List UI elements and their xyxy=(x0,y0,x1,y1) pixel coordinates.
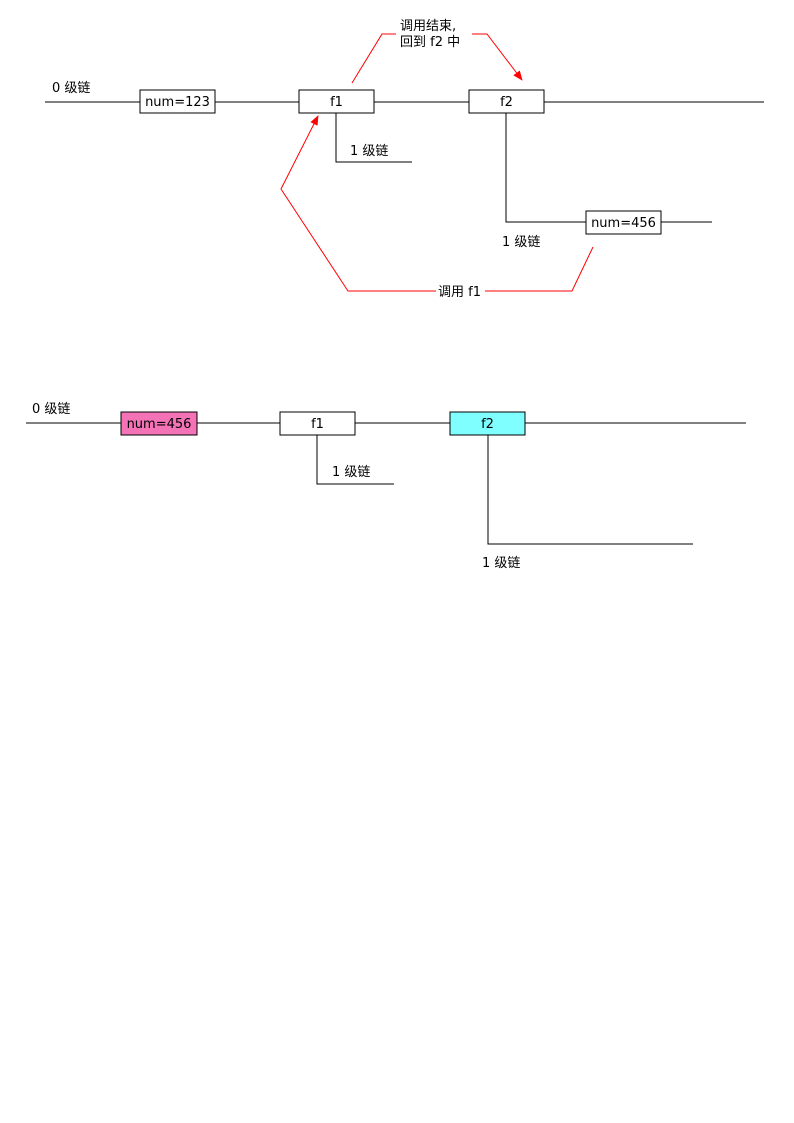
return-label-line2: 回到 f2 中 xyxy=(400,35,460,50)
bottom-num-box-label: num=456 xyxy=(127,417,192,432)
top-f2-level1-chain-line xyxy=(505,113,712,223)
call-f1-arrow-left xyxy=(280,115,436,292)
top-diagram: 0 级链 num=123 f1 f2 1 级链 1 级链 num=456 xyxy=(45,19,764,300)
bottom-f1-box: f1 xyxy=(279,411,356,436)
top-f1-box: f1 xyxy=(298,89,375,114)
return-to-f2-arrow-head-segment xyxy=(472,33,523,81)
top-num-box-label: num=123 xyxy=(145,95,210,110)
top-f1-level1-label: 1 级链 xyxy=(350,144,388,159)
top-f1-box-label: f1 xyxy=(330,95,343,110)
top-num456-box-label: num=456 xyxy=(591,216,656,231)
bottom-f2-level1-label: 1 级链 xyxy=(482,556,520,571)
bottom-f1-box-label: f1 xyxy=(311,417,324,432)
return-to-f2-arrow xyxy=(351,33,396,84)
bottom-f2-box: f2 xyxy=(449,411,526,436)
top-num456-box: num=456 xyxy=(585,210,662,235)
top-f2-level1-label: 1 级链 xyxy=(502,235,540,250)
bottom-f1-level1-chain-line xyxy=(316,435,394,485)
top-f1-level1-chain-line xyxy=(335,113,412,163)
call-f1-label: 调用 f1 xyxy=(438,285,481,300)
bottom-level0-label: 0 级链 xyxy=(32,402,70,417)
bottom-f1-level1-label: 1 级链 xyxy=(332,465,370,480)
bottom-diagram: 0 级链 num=456 f1 f2 1 级链 1 级链 xyxy=(26,402,746,571)
return-label-line1: 调用结束, xyxy=(400,19,456,34)
top-num-box: num=123 xyxy=(139,89,216,114)
bottom-f2-level1-chain-line xyxy=(487,435,693,545)
call-f1-arrow-right xyxy=(485,246,594,292)
bottom-num-box: num=456 xyxy=(120,411,198,436)
top-f2-box-label: f2 xyxy=(500,95,513,110)
top-f2-box: f2 xyxy=(468,89,545,114)
bottom-f2-box-label: f2 xyxy=(481,417,494,432)
top-level0-label: 0 级链 xyxy=(52,81,90,96)
